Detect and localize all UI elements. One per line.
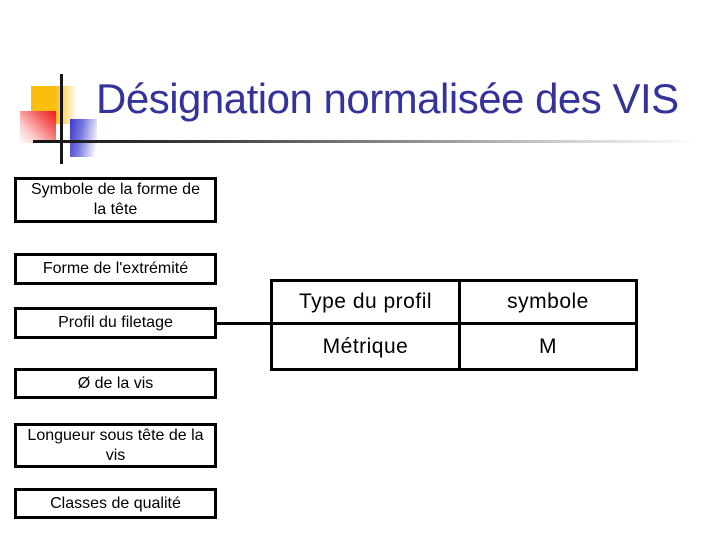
label-box-profil-filetage: Profil du filetage xyxy=(14,307,217,339)
table-row: Métrique M xyxy=(270,322,638,371)
label-box-forme-extremite: Forme de l'extrémité xyxy=(14,253,217,285)
label-box-diametre-vis: Ø de la vis xyxy=(14,368,217,399)
slide-title: Désignation normalisée des VIS xyxy=(96,75,679,122)
label-box-text: Profil du filetage xyxy=(58,314,173,331)
profile-table: Type du profil symbole Métrique M xyxy=(270,279,638,371)
label-box-text: Symbole de la forme de la tête xyxy=(31,181,200,218)
label-box-text: Forme de l'extrémité xyxy=(42,260,189,277)
title-underline-rule xyxy=(33,140,700,143)
table-header-cell-symbole: symbole xyxy=(458,279,638,325)
decorative-blue-square xyxy=(70,119,97,157)
table-cell-m: M xyxy=(458,322,638,371)
decorative-vertical-line xyxy=(60,74,63,164)
decorative-red-square xyxy=(20,111,56,143)
label-box-classes-qualite: Classes de qualité xyxy=(14,488,217,519)
label-box-symbole-forme-tete: Symbole de la forme de la tête xyxy=(14,177,217,223)
label-box-text: Ø de la vis xyxy=(77,374,154,392)
table-header-cell-type: Type du profil xyxy=(270,279,461,325)
table-cell-metrique: Métrique xyxy=(270,322,461,371)
label-box-text: Classes de qualité xyxy=(50,494,181,512)
connector-line xyxy=(216,322,273,325)
table-header-row: Type du profil symbole xyxy=(270,279,638,325)
label-box-longueur-sous-tete: Longueur sous tête de la vis xyxy=(14,423,217,468)
label-box-text: Longueur sous tête de la vis xyxy=(27,426,204,464)
